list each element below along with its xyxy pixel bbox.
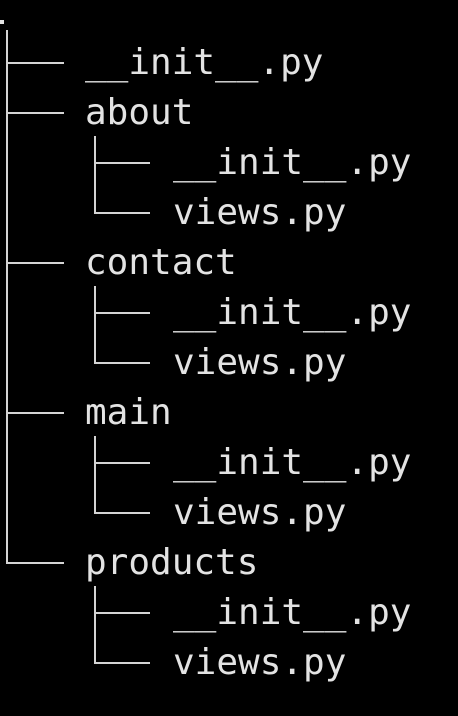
tree-branch-connector <box>94 162 150 164</box>
tree-branch-line <box>94 186 96 214</box>
tree-file-row: views.py <box>0 336 458 388</box>
tree-branch-line <box>94 586 96 638</box>
tree-file-row: views.py <box>0 486 458 538</box>
file-name: views.py <box>173 492 347 533</box>
tree-branch-connector <box>6 412 64 414</box>
tree-branch-line <box>94 436 96 488</box>
tree-directory-row: main <box>0 388 458 438</box>
file-name: __init__.py <box>173 292 412 333</box>
tree-directory-row: products <box>0 538 458 588</box>
file-name: __init__.py <box>173 442 412 483</box>
tree-file-row: __init__.py <box>0 436 458 488</box>
file-name: __init__.py <box>85 42 324 83</box>
tree-branch-connector <box>6 562 64 564</box>
file-name: __init__.py <box>173 142 412 183</box>
tree-file-row: __init__.py <box>0 136 458 188</box>
tree-directory-row: about <box>0 88 458 138</box>
tree-branch-connector <box>6 112 64 114</box>
tree-branch-line <box>94 486 96 514</box>
tree-file-row: __init__.py <box>0 286 458 338</box>
tree-branch-line <box>94 636 96 664</box>
directory-name: main <box>85 392 172 433</box>
tree-file-row: __init__.py <box>0 586 458 638</box>
tree-branch-connector <box>94 612 150 614</box>
directory-name: contact <box>85 242 237 283</box>
tree-root <box>0 20 4 24</box>
tree-branch-connector <box>94 512 150 514</box>
tree-branch-connector <box>94 362 150 364</box>
tree-trunk-line <box>6 30 8 563</box>
file-name: views.py <box>173 642 347 683</box>
tree-branch-connector <box>94 212 150 214</box>
tree-file-row: views.py <box>0 636 458 688</box>
file-name: views.py <box>173 342 347 383</box>
tree-branch-line <box>94 286 96 338</box>
tree-file-row: views.py <box>0 186 458 238</box>
tree-branch-connector <box>94 462 150 464</box>
tree-branch-connector <box>94 662 150 664</box>
directory-name: about <box>85 92 194 133</box>
file-name: views.py <box>173 192 347 233</box>
tree-branch-connector <box>6 262 64 264</box>
directory-name: products <box>85 542 259 583</box>
tree-branch-line <box>94 336 96 364</box>
tree-branch-connector <box>6 62 64 64</box>
file-name: __init__.py <box>173 592 412 633</box>
tree-directory-row: contact <box>0 238 458 288</box>
tree-branch-line <box>94 136 96 188</box>
tree-file-row: __init__.py <box>0 38 458 88</box>
tree-branch-connector <box>94 312 150 314</box>
